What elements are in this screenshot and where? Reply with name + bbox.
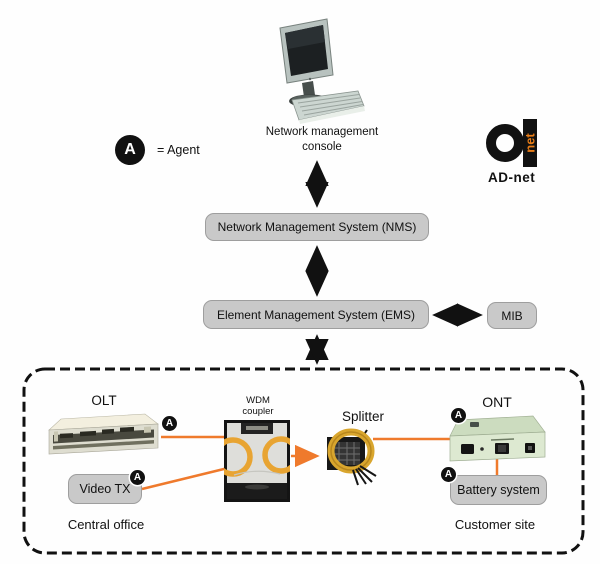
olt-label: OLT — [91, 393, 117, 408]
adnet-logo-net-text: net — [523, 133, 538, 153]
video-tx-agent-badge: A — [130, 470, 145, 485]
video-tx-agent-letter: A — [133, 472, 142, 483]
nms-box: Network Management System (NMS) — [205, 213, 429, 241]
splitter-label: Splitter — [341, 409, 385, 424]
ont-agent-letter: A — [454, 410, 463, 421]
olt-device-image — [48, 413, 159, 455]
wdm-label-line1: WDM — [246, 395, 270, 406]
olt-agent-letter: A — [165, 418, 174, 429]
mib-box: MIB — [487, 302, 537, 329]
ems-label: Element Management System (EMS) — [216, 307, 416, 322]
battery-system-box: Battery system — [450, 475, 547, 505]
console-label-line1: Network management — [265, 126, 379, 138]
splitter-device-image — [327, 428, 377, 486]
nms-label: Network Management System (NMS) — [217, 220, 417, 234]
adnet-logo-mark: net — [486, 119, 538, 167]
ont-agent-badge: A — [451, 408, 466, 423]
console-label: Network management console — [242, 125, 402, 155]
central-office-label: Central office — [67, 517, 145, 532]
olt-agent-badge: A — [162, 416, 177, 431]
adnet-logo-caption: AD-net — [488, 170, 536, 185]
ems-box: Element Management System (EMS) — [203, 300, 429, 329]
mib-label: MIB — [501, 308, 523, 323]
battery-system-label: Battery system — [457, 483, 540, 497]
video-tx-label: Video TX — [79, 482, 131, 496]
agent-legend-badge: A — [115, 135, 145, 165]
battery-agent-badge: A — [441, 467, 456, 482]
ont-device-image — [449, 415, 546, 462]
access-network-boundary — [22, 367, 585, 555]
ont-label: ONT — [482, 394, 512, 410]
customer-site-label: Customer site — [454, 517, 536, 532]
wdm-label: WDM coupler — [226, 395, 290, 418]
fiber-videotx-wdm — [141, 466, 229, 491]
video-tx-box: Video TX — [68, 474, 142, 504]
wdm-coupler-image — [224, 420, 290, 502]
wdm-label-line2: coupler — [242, 406, 274, 418]
console-label-line2: console — [302, 140, 342, 153]
adnet-logo: net AD-net — [486, 117, 550, 185]
battery-agent-letter: A — [444, 469, 453, 480]
agent-legend-letter: A — [124, 141, 136, 158]
agent-legend-label: = Agent — [157, 143, 200, 157]
computer-monitor-icon — [279, 18, 365, 124]
